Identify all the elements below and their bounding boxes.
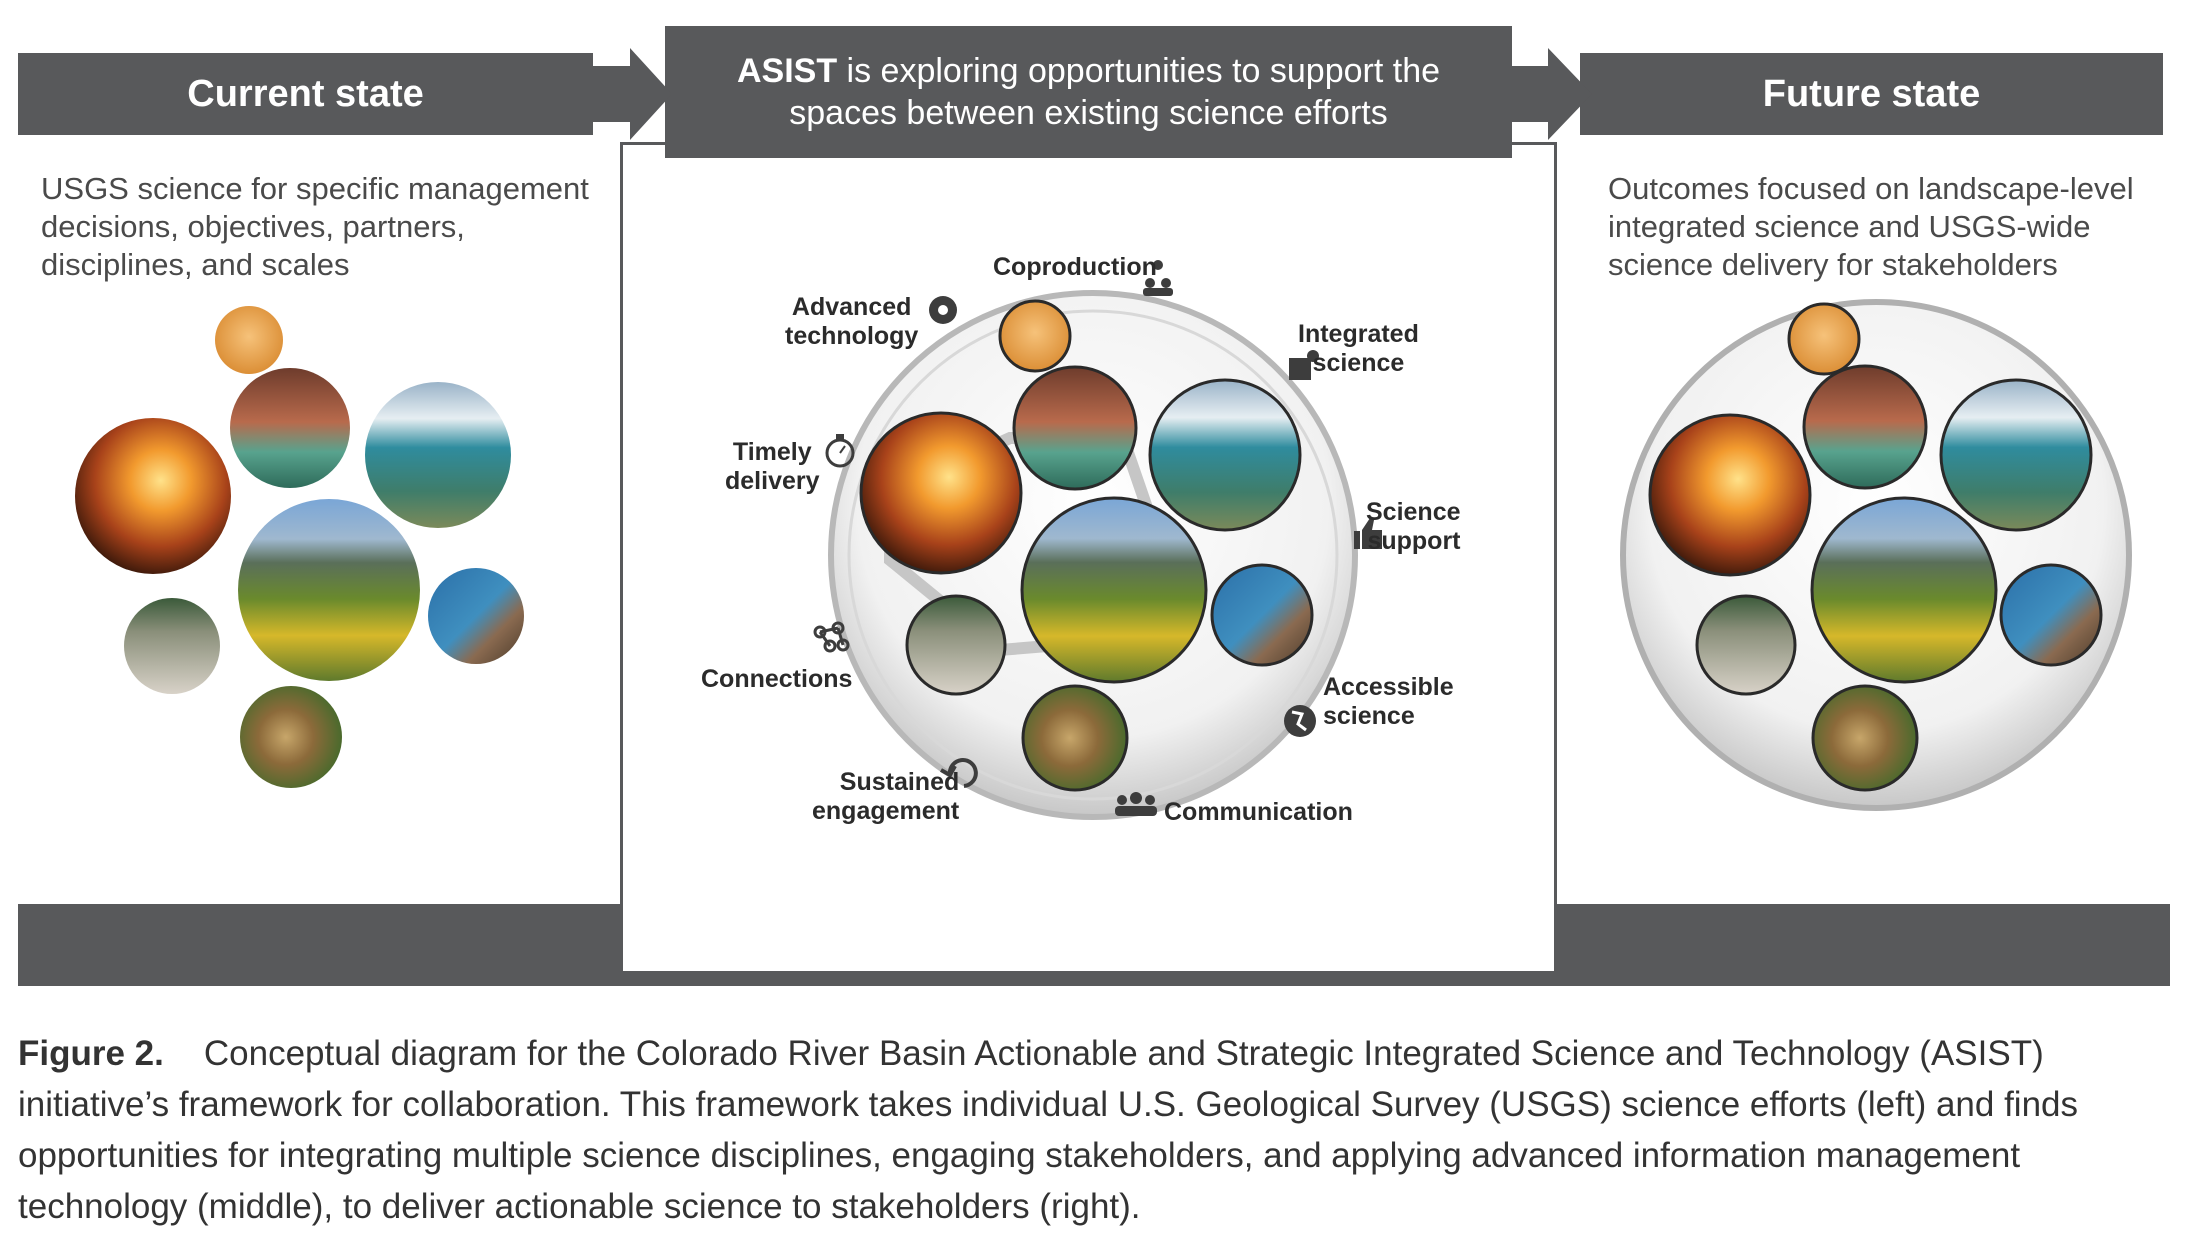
center-fire-photo	[859, 411, 1023, 575]
label-sustained-line1: Sustained	[839, 768, 960, 796]
group-icon	[1115, 792, 1157, 816]
current-state-description: USGS science for specific management dec…	[41, 170, 601, 284]
caption-line-3: opportunities for integrating multiple s…	[18, 1136, 2021, 1175]
center-aspen-photo	[1020, 496, 1208, 684]
label-science-support: Science support	[1366, 498, 1461, 556]
current-state-title: Current state	[187, 72, 424, 115]
arrow-right-left	[592, 48, 672, 140]
right-rocks-photo	[1695, 594, 1797, 696]
label-integrated-science: Integrated science	[1298, 320, 1419, 378]
network-icon	[813, 621, 850, 653]
river-bend-photo	[428, 568, 524, 664]
label-integrated-line2: science	[1312, 349, 1405, 377]
label-accessible-line1: Accessible	[1323, 673, 1454, 701]
people-pin-icon	[1143, 260, 1173, 296]
future-state-title: Future state	[1762, 72, 1981, 115]
right-fish-photo	[1811, 684, 1919, 792]
label-timely-line1: Timely	[732, 438, 812, 466]
asist-header-band	[665, 26, 1512, 158]
label-communication: Communication	[1164, 798, 1353, 826]
arrow-right-right	[1512, 48, 1592, 140]
center-rocks-photo	[905, 594, 1007, 696]
asist-center-panel	[620, 142, 1557, 974]
center-wind-photo	[998, 299, 1072, 373]
aspen-mountain-photo	[238, 499, 420, 681]
label-timely-delivery: Timely delivery	[725, 438, 820, 496]
current-desc-line-3: disciplines, and scales	[41, 247, 350, 282]
asist-header-title: ASIST is exploring opportunities to supp…	[665, 26, 1512, 158]
current-desc-line-2: decisions, objectives, partners,	[41, 209, 465, 244]
asist-header-line1-rest: is exploring opportunities to support th…	[837, 52, 1441, 90]
label-timely-line2: delivery	[725, 467, 820, 495]
current-desc-line-1: USGS science for specific management	[41, 171, 589, 206]
right-wind-photo	[1787, 302, 1861, 376]
right-aspen-photo	[1810, 496, 1998, 684]
future-desc-line-2: integrated science and USGS-wide	[1608, 209, 2091, 244]
future-desc-line-3: science delivery for stakeholders	[1608, 247, 2058, 282]
globe-icon	[1284, 705, 1316, 737]
caption-label: Figure 2.	[18, 1034, 164, 1073]
label-support-line1: Science	[1366, 498, 1461, 526]
label-advanced-technology: Advanced technology	[785, 293, 918, 351]
caption-line-1: Figure 2. Conceptual diagram for the Colo…	[18, 1028, 2168, 1079]
wildfire-photo	[75, 418, 231, 574]
label-coproduction: Coproduction	[993, 253, 1157, 281]
center-inner-ring	[847, 309, 1339, 801]
right-integrated-plate	[1620, 299, 2132, 811]
wind-turbine-photo	[215, 306, 283, 374]
stopwatch-icon	[825, 434, 855, 468]
cycle-arrows-icon	[940, 758, 978, 788]
thumbs-up-icon	[1354, 518, 1382, 549]
current-state-header-band	[18, 53, 593, 135]
caption-line-4: technology (middle), to deliver actionab…	[18, 1187, 1141, 1226]
label-advanced-line1: Advanced	[791, 293, 912, 321]
caption-line-1-text: Conceptual diagram for the Colorado Rive…	[203, 1034, 2044, 1073]
right-river-photo	[1999, 563, 2103, 667]
left-photo-cluster	[75, 306, 524, 788]
future-desc-line-1: Outcomes focused on landscape-level	[1608, 171, 2134, 206]
future-state-header-band	[1580, 53, 2163, 135]
icon-set	[813, 260, 1382, 816]
label-sustained-line2: engagement	[812, 797, 960, 825]
label-connections: Connections	[701, 665, 853, 693]
right-canyon-photo	[1802, 364, 1928, 490]
label-accessible-line2: science	[1323, 702, 1415, 730]
figure-caption: Figure 2. Conceptual diagram for the Colo…	[18, 1028, 2168, 1232]
label-support-line2: support	[1367, 527, 1461, 555]
canyon-river-photo	[230, 368, 350, 488]
center-river-photo	[1210, 563, 1314, 667]
center-fish-photo	[1021, 684, 1129, 792]
label-sustained-engagement: Sustained engagement	[812, 768, 959, 826]
rocky-riverbed-photo	[124, 598, 220, 694]
asist-header-line2: spaces between existing science efforts	[789, 94, 1388, 132]
center-integrated-diagram	[828, 290, 1358, 820]
center-canyon-photo	[1012, 365, 1138, 491]
future-state-description: Outcomes focused on landscape-level inte…	[1608, 170, 2168, 284]
puzzle-icon	[1289, 350, 1319, 380]
mountain-lake-photo	[365, 382, 511, 528]
caption-line-2: initiative’s framework for collaboration…	[18, 1085, 2079, 1124]
fish-in-hand-photo	[240, 686, 342, 788]
right-fire-photo	[1648, 413, 1812, 577]
right-lake-photo	[1939, 378, 2093, 532]
gear-head-icon	[929, 296, 957, 324]
asist-acronym: ASIST	[736, 52, 838, 90]
label-advanced-line2: technology	[785, 322, 919, 350]
label-accessible-science: Accessible science	[1323, 673, 1454, 731]
center-lake-photo	[1148, 378, 1302, 532]
label-integrated-line1: Integrated	[1298, 320, 1419, 348]
asist-header-line1: ASIST is exploring opportunities to supp…	[737, 50, 1440, 92]
